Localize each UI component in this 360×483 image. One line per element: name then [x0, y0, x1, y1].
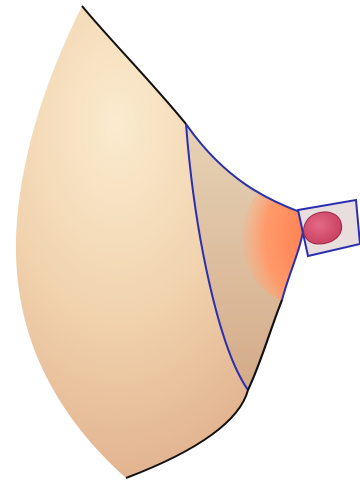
anatomy-diagram: [0, 0, 360, 483]
diagram-canvas: [0, 0, 360, 483]
